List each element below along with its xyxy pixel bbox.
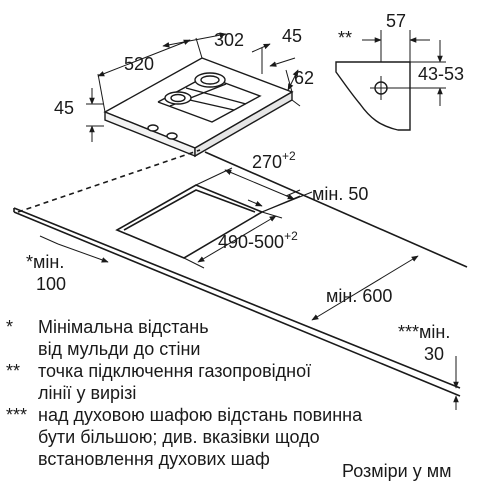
dim-min-100-label: *мін. <box>26 252 64 272</box>
footnote-text: над духовою шафою відстань повинна <box>38 405 363 425</box>
dim-45-left: 45 <box>54 98 74 118</box>
dim-520: 520 <box>124 54 154 74</box>
footnote-3: *** над духовою шафою відстань повинна б… <box>6 404 476 470</box>
burner-large <box>194 72 226 88</box>
double-star-marker: ** <box>338 28 352 48</box>
dim-min-600: мін. 600 <box>326 286 392 306</box>
footnote-text: від мульди до стіни <box>38 339 201 359</box>
dim-min-30-value: 30 <box>424 344 444 364</box>
dim-min-100-value: 100 <box>36 274 66 294</box>
footnote-1: * Мінімальна відстань від мульди до стін… <box>6 316 476 360</box>
knob-1 <box>147 124 159 132</box>
dim-min-30-label: ***мін. <box>398 322 450 342</box>
footnote-marker: * <box>6 317 14 337</box>
footnote-text: бути більшою; див. вказівки щодо <box>38 427 320 447</box>
dim-min-50: мін. 50 <box>312 184 368 204</box>
units-label: Розміри у мм <box>342 461 452 481</box>
gas-hob <box>103 57 294 158</box>
footnote-marker: ** <box>6 361 21 381</box>
dim-490-500: 490-500+2 <box>218 229 298 252</box>
footnote-text: Мінімальна відстань <box>38 317 209 337</box>
dim-45-top: 45 <box>282 26 302 46</box>
dim-43-53: 43-53 <box>418 64 464 84</box>
dim-62: 62 <box>294 68 314 88</box>
footnote-text: лінії у вирізі <box>38 383 137 403</box>
footnotes: * Мінімальна відстань від мульди до стін… <box>6 316 476 470</box>
worktop-profile <box>335 61 411 131</box>
dim-57: 57 <box>386 11 406 31</box>
gas-connection-detail <box>335 61 446 131</box>
dim-270: 270+2 <box>252 149 296 172</box>
footnote-text: встановлення духових шаф <box>38 449 270 469</box>
knob-2 <box>166 132 178 140</box>
footnote-marker: *** <box>6 405 28 425</box>
footnote-text: точка підключення газопровідної <box>38 361 312 381</box>
dim-302: 302 <box>214 30 244 50</box>
footnote-2: ** точка підключення газопровідної лінії… <box>6 360 476 404</box>
burner-small <box>164 91 192 105</box>
